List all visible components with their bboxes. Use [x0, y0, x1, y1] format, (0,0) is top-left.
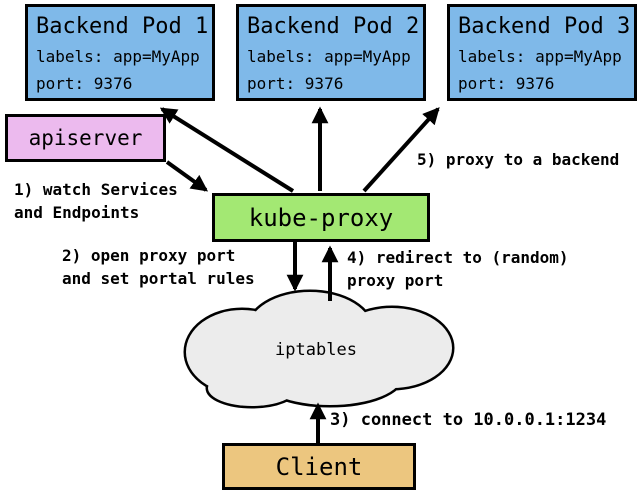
backend-pod-1: Backend Pod 1 labels: app=MyApp port: 93…: [25, 4, 215, 101]
pod-1-title: Backend Pod 1: [36, 14, 209, 39]
apiserver-label: apiserver: [28, 126, 143, 150]
arrow-kubeproxy-to-pod3: [362, 107, 440, 193]
backend-pod-3: Backend Pod 3 labels: app=MyApp port: 93…: [447, 4, 637, 101]
iptables-cloud: [183, 289, 455, 409]
pod-2-port: port: 9376: [247, 74, 344, 93]
client-label: Client: [275, 452, 363, 481]
pod-2-title: Backend Pod 2: [247, 14, 420, 39]
pod-3-title: Backend Pod 3: [458, 14, 631, 39]
step-3-connect: 3) connect to 10.0.0.1:1234: [330, 410, 607, 430]
pod-1-port: port: 9376: [36, 74, 133, 93]
iptables-label: iptables: [275, 340, 357, 360]
arrow-kubeproxy-to-pod1: [159, 107, 295, 193]
step-5-proxy-to-backend: 5) proxy to a backend: [417, 150, 620, 169]
backend-pod-2: Backend Pod 2 labels: app=MyApp port: 93…: [236, 4, 426, 101]
step-1-watch-services: 1) watch Services and Endpoints: [14, 180, 178, 222]
kube-proxy-node: kube-proxy: [212, 193, 430, 242]
pod-3-labels: labels: app=MyApp: [458, 47, 622, 66]
kube-proxy-label: kube-proxy: [248, 203, 394, 232]
client-node: Client: [222, 443, 416, 490]
step-2-open-proxy-port: 2) open proxy port and set portal rules: [62, 246, 255, 288]
pod-2-labels: labels: app=MyApp: [247, 47, 411, 66]
step-4-redirect: 4) redirect to (random) proxy port: [347, 248, 569, 290]
pod-3-port: port: 9376: [458, 74, 555, 93]
pod-1-labels: labels: app=MyApp: [36, 47, 200, 66]
apiserver-node: apiserver: [5, 114, 166, 162]
arrow-apiserver-to-kubeproxy: [165, 160, 209, 192]
